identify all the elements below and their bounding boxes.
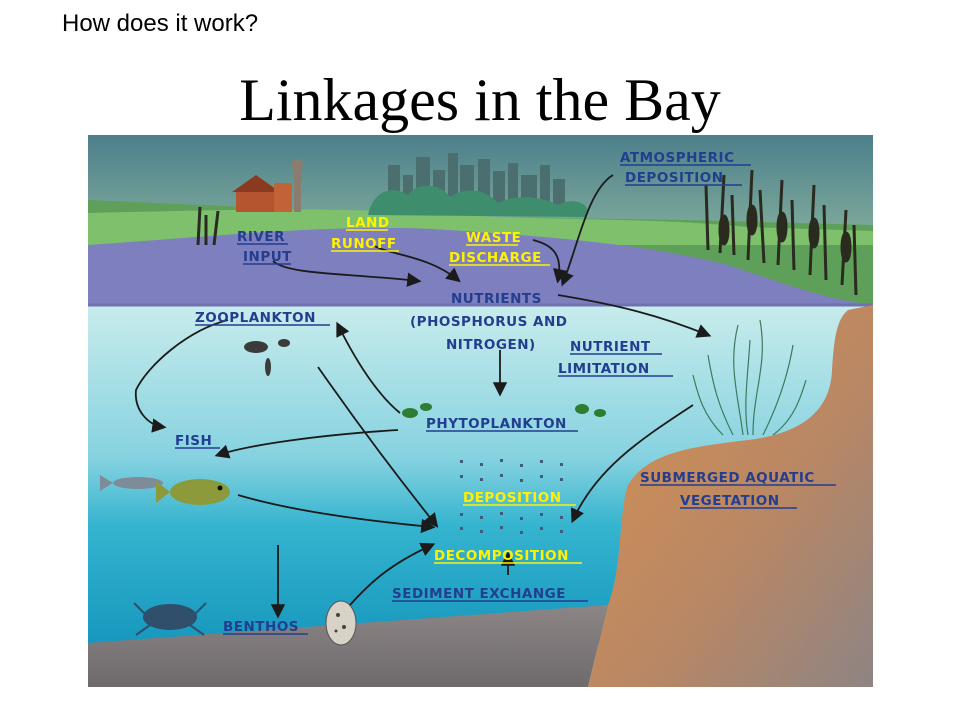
label-benthos: BENTHOS (223, 619, 299, 635)
fish (100, 475, 230, 505)
svg-text:LIMITATION: LIMITATION (558, 361, 650, 377)
label-deposition: DEPOSITION (463, 490, 562, 506)
bay-linkages-diagram: RIVER INPUT LAND RUNOFF WASTE DISCHARGE … (88, 135, 873, 687)
label-atmospheric-deposition: ATMOSPHERIC DEPOSITION (620, 150, 734, 186)
label-nutrients: NUTRIENTS (PHOSPHORUS AND NITROGEN) (410, 291, 567, 353)
svg-text:VEGETATION: VEGETATION (680, 493, 780, 509)
label-zooplankton: ZOOPLANKTON (195, 310, 316, 326)
svg-text:DEPOSITION: DEPOSITION (625, 170, 724, 186)
deposition-particles (460, 459, 563, 534)
svg-text:DISCHARGE: DISCHARGE (449, 250, 542, 266)
surface-water (88, 227, 873, 307)
svg-text:NITROGEN): NITROGEN) (446, 337, 536, 353)
header-label: How does it work? (62, 10, 259, 37)
label-underlines-yellow (331, 229, 582, 564)
oyster (325, 600, 357, 646)
svg-text:RIVER: RIVER (237, 229, 285, 245)
farm-barn (232, 159, 303, 212)
svg-text:RUNOFF: RUNOFF (331, 236, 397, 252)
shore-slope (588, 305, 873, 687)
label-nutrient-limitation: NUTRIENT LIMITATION (558, 339, 651, 377)
sediment-layer (88, 605, 608, 687)
trees (368, 185, 588, 217)
crab (133, 602, 207, 636)
label-land-runoff: LAND RUNOFF (331, 215, 397, 252)
label-sediment-exchange: SEDIMENT EXCHANGE (392, 586, 566, 602)
marsh-reeds (196, 169, 858, 296)
label-phytoplankton: PHYTOPLANKTON (426, 416, 567, 432)
phytoplankton-organisms (402, 403, 606, 418)
flow-arrows (135, 174, 712, 619)
svg-text:WASTE: WASTE (466, 230, 521, 246)
label-decomposition: DECOMPOSITION (434, 548, 569, 564)
svg-text:(PHOSPHORUS AND: (PHOSPHORUS AND (410, 314, 567, 330)
svg-text:LAND: LAND (346, 215, 390, 231)
zooplankton-organisms (244, 339, 290, 376)
svg-text:NUTRIENTS: NUTRIENTS (451, 291, 542, 307)
submerged-vegetation (692, 319, 807, 436)
svg-text:ATMOSPHERIC: ATMOSPHERIC (620, 150, 734, 166)
label-underlines (175, 164, 836, 635)
label-waste-discharge: WASTE DISCHARGE (449, 230, 542, 266)
slide-title: Linkages in the Bay (239, 67, 721, 133)
label-submerged-aquatic-vegetation: SUBMERGED AQUATIC VEGETATION (640, 470, 815, 509)
label-river-input: RIVER INPUT (237, 229, 292, 265)
label-fish: FISH (175, 433, 212, 449)
svg-text:INPUT: INPUT (243, 249, 292, 265)
svg-text:NUTRIENT: NUTRIENT (570, 339, 651, 355)
svg-text:SUBMERGED AQUATIC: SUBMERGED AQUATIC (640, 470, 815, 486)
